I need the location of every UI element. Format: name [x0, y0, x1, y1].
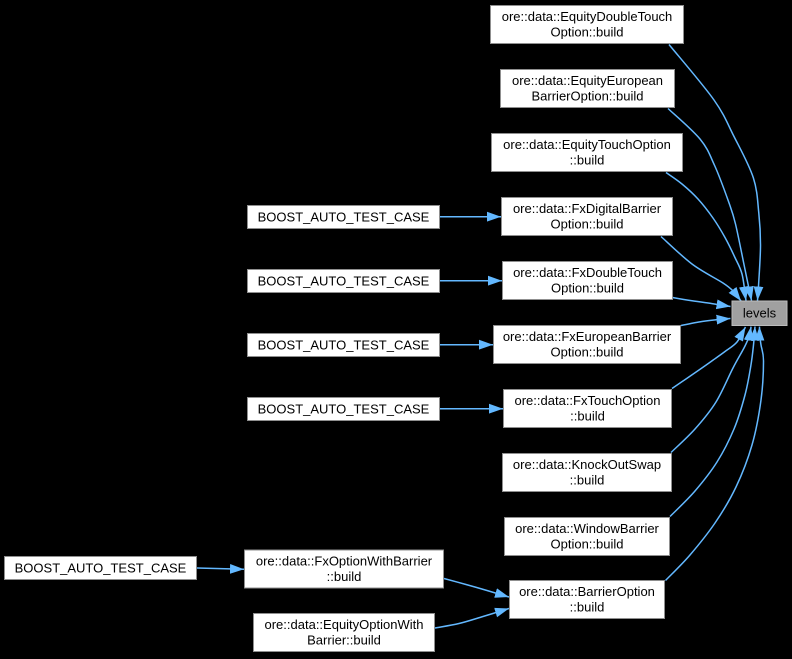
svg-text:ore::data::FxEuropeanBarrier: ore::data::FxEuropeanBarrier [503, 329, 672, 344]
svg-text:Option::build: Option::build [551, 345, 624, 360]
svg-text:Barrier::build: Barrier::build [307, 633, 381, 648]
svg-text:Option::build: Option::build [551, 537, 624, 552]
svg-text:BOOST_AUTO_TEST_CASE: BOOST_AUTO_TEST_CASE [258, 337, 430, 352]
svg-text:Option::build: Option::build [551, 25, 624, 40]
svg-text:BOOST_AUTO_TEST_CASE: BOOST_AUTO_TEST_CASE [258, 273, 430, 288]
svg-text:::build: ::build [570, 153, 605, 168]
svg-text:BarrierOption::build: BarrierOption::build [532, 89, 644, 104]
svg-text:Option::build: Option::build [551, 281, 624, 296]
svg-text:BOOST_AUTO_TEST_CASE: BOOST_AUTO_TEST_CASE [258, 401, 430, 416]
svg-text:ore::data::EquityEuropean: ore::data::EquityEuropean [512, 73, 663, 88]
svg-text:Option::build: Option::build [551, 217, 624, 232]
svg-text:levels: levels [743, 306, 777, 321]
svg-text:ore::data::EquityDoubleTouch: ore::data::EquityDoubleTouch [502, 9, 673, 24]
svg-text:::build: ::build [570, 473, 605, 488]
svg-text:ore::data::WindowBarrier: ore::data::WindowBarrier [515, 521, 659, 536]
svg-text:ore::data::FxOptionWithBarrier: ore::data::FxOptionWithBarrier [256, 554, 433, 569]
svg-text:BOOST_AUTO_TEST_CASE: BOOST_AUTO_TEST_CASE [258, 209, 430, 224]
svg-text:ore::data::BarrierOption: ore::data::BarrierOption [519, 584, 655, 599]
svg-text:ore::data::FxDoubleTouch: ore::data::FxDoubleTouch [513, 265, 662, 280]
svg-text:ore::data::FxDigitalBarrier: ore::data::FxDigitalBarrier [513, 201, 662, 216]
svg-text:BOOST_AUTO_TEST_CASE: BOOST_AUTO_TEST_CASE [15, 560, 187, 575]
svg-text:ore::data::EquityOptionWith: ore::data::EquityOptionWith [265, 617, 424, 632]
svg-text:::build: ::build [570, 600, 605, 615]
svg-text:ore::data::EquityTouchOption: ore::data::EquityTouchOption [503, 137, 671, 152]
svg-text:::build: ::build [327, 569, 362, 584]
svg-text:::build: ::build [570, 409, 605, 424]
svg-text:ore::data::KnockOutSwap: ore::data::KnockOutSwap [513, 457, 661, 472]
svg-text:ore::data::FxTouchOption: ore::data::FxTouchOption [515, 393, 661, 408]
